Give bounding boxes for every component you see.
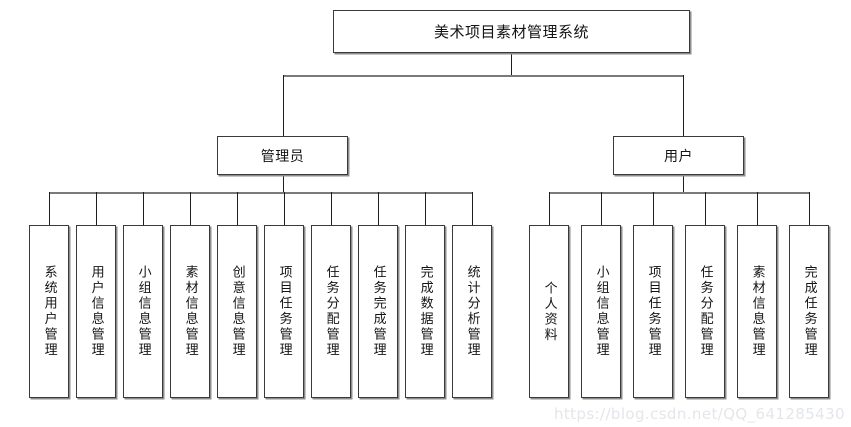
- connector-admin-leaf-9: [425, 192, 426, 225]
- leaf-node-user-4[interactable]: 任务分配管理: [685, 225, 725, 398]
- connector-to-user: [683, 75, 684, 136]
- leaf-node-admin-1[interactable]: 系统用户管理: [29, 225, 69, 398]
- node-branch-admin[interactable]: 管理员: [217, 136, 348, 175]
- connector-admin-drop: [283, 175, 284, 194]
- leaf-node-label: 小组信息管理: [135, 265, 151, 358]
- leaf-node-admin-4[interactable]: 素材信息管理: [170, 225, 210, 398]
- leaf-node-label: 任务完成管理: [370, 265, 386, 358]
- connector-user-leaf-2: [601, 192, 602, 225]
- leaf-node-admin-9[interactable]: 完成数据管理: [405, 225, 445, 398]
- leaf-node-label: 系统用户管理: [41, 265, 57, 358]
- leaf-node-admin-8[interactable]: 任务完成管理: [358, 225, 398, 398]
- leaf-node-admin-6[interactable]: 项目任务管理: [264, 225, 304, 398]
- connector-admin-leaf-10: [472, 192, 473, 225]
- connector-root-drop: [511, 53, 512, 77]
- connector-admin-leaf-5: [237, 192, 238, 225]
- leaf-node-admin-3[interactable]: 小组信息管理: [123, 225, 163, 398]
- leaf-node-user-6[interactable]: 完成任务管理: [789, 225, 829, 398]
- connector-admin-leaf-8: [378, 192, 379, 225]
- leaf-node-label: 小组信息管理: [593, 265, 609, 358]
- leaf-node-label: 素材信息管理: [749, 265, 765, 358]
- connector-level1-bus: [283, 75, 684, 77]
- connector-user-leaf-1: [549, 192, 550, 225]
- connector-user-bus: [549, 192, 809, 194]
- leaf-node-label: 用户信息管理: [88, 265, 104, 358]
- connector-admin-bus: [49, 192, 472, 194]
- leaf-node-label: 完成任务管理: [801, 265, 817, 358]
- leaf-node-user-5[interactable]: 素材信息管理: [737, 225, 777, 398]
- connector-user-leaf-5: [757, 192, 758, 225]
- connector-user-leaf-6: [809, 192, 810, 225]
- leaf-node-label: 项目任务管理: [645, 265, 661, 358]
- connector-to-admin: [283, 75, 284, 136]
- leaf-node-label: 创意信息管理: [229, 265, 245, 358]
- leaf-node-admin-2[interactable]: 用户信息管理: [76, 225, 116, 398]
- leaf-node-label: 任务分配管理: [323, 265, 339, 358]
- leaf-node-admin-7[interactable]: 任务分配管理: [311, 225, 351, 398]
- leaf-node-admin-10[interactable]: 统计分析管理: [452, 225, 492, 398]
- node-branch-user-label: 用户: [664, 148, 693, 165]
- connector-user-leaf-3: [653, 192, 654, 225]
- watermark: https://blog.csdn.net/QQ_641285430: [553, 405, 845, 423]
- leaf-node-user-3[interactable]: 项目任务管理: [633, 225, 673, 398]
- node-branch-user[interactable]: 用户: [613, 136, 744, 175]
- connector-admin-leaf-4: [190, 192, 191, 225]
- leaf-node-label: 完成数据管理: [417, 265, 433, 358]
- leaf-node-admin-5[interactable]: 创意信息管理: [217, 225, 257, 398]
- connector-user-drop: [683, 175, 684, 194]
- node-branch-admin-label: 管理员: [260, 148, 305, 165]
- leaf-node-label: 个人资料: [541, 280, 557, 343]
- node-root[interactable]: 美术项目素材管理系统: [333, 10, 690, 53]
- connector-admin-leaf-7: [331, 192, 332, 225]
- connector-admin-leaf-2: [96, 192, 97, 225]
- leaf-node-label: 项目任务管理: [276, 265, 292, 358]
- leaf-node-label: 任务分配管理: [697, 265, 713, 358]
- leaf-node-label: 素材信息管理: [182, 265, 198, 358]
- node-root-label: 美术项目素材管理系统: [433, 23, 589, 41]
- leaf-node-user-1[interactable]: 个人资料: [529, 225, 569, 398]
- leaf-node-user-2[interactable]: 小组信息管理: [581, 225, 621, 398]
- connector-admin-leaf-1: [49, 192, 50, 225]
- connector-admin-leaf-3: [143, 192, 144, 225]
- leaf-node-label: 统计分析管理: [464, 265, 480, 358]
- connector-admin-leaf-6: [284, 192, 285, 225]
- connector-user-leaf-4: [705, 192, 706, 225]
